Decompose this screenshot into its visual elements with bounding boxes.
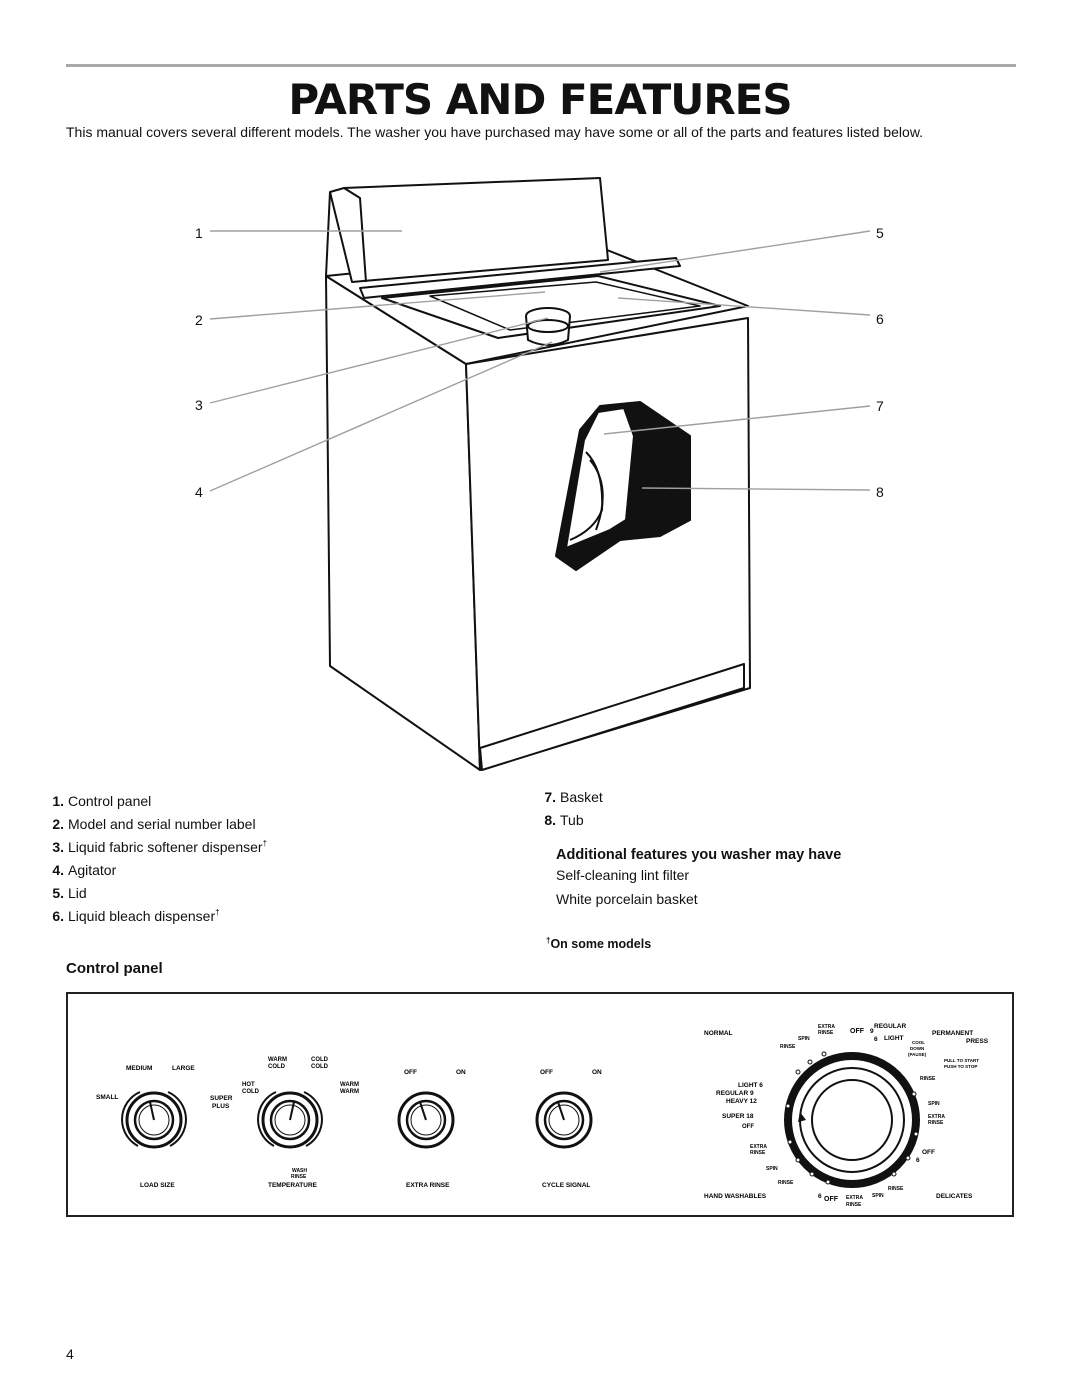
load-size-caption: LOAD SIZE bbox=[140, 1182, 175, 1189]
temp-warm-label-3: WARM bbox=[340, 1089, 359, 1095]
load-size-small-label: SMALL bbox=[96, 1094, 118, 1101]
delicates-label: DELICATES bbox=[936, 1193, 973, 1200]
parts-list-left: 1.Control panel 2.Model and serial numbe… bbox=[40, 786, 267, 924]
dial-rinse-label-7: RINSE bbox=[888, 1186, 904, 1192]
dial-extra-label-3: EXTRA bbox=[750, 1144, 767, 1150]
dial-permanent-label: PERMANENT bbox=[932, 1030, 973, 1037]
dial-normal-label: NORMAL bbox=[704, 1030, 733, 1037]
push-to-stop-label: PUSH TO STOP bbox=[944, 1064, 977, 1069]
hand-washables-label: HAND WASHABLES bbox=[704, 1193, 767, 1200]
temp-wash-label: WASH bbox=[292, 1168, 307, 1174]
dial-spin-label: SPIN bbox=[798, 1036, 810, 1042]
list-item: 3.Liquid fabric softener dispenser† bbox=[52, 838, 268, 855]
dial-pause-label: (PAUSE) bbox=[908, 1052, 927, 1057]
dial-6-label: 6 bbox=[874, 1036, 878, 1043]
dial-rinse-label-8: RINSE bbox=[846, 1202, 862, 1208]
intro-text: This manual covers several different mod… bbox=[66, 124, 924, 140]
dial-off-label: OFF bbox=[850, 1028, 865, 1035]
cycle-dial[interactable] bbox=[784, 1052, 920, 1188]
temp-warm-label-2: WARM bbox=[340, 1082, 359, 1088]
dial-spin-label-3: SPIN bbox=[766, 1166, 778, 1172]
page-title: PARTS AND FEATURES bbox=[288, 75, 792, 124]
load-size-plus-label: PLUS bbox=[212, 1103, 230, 1110]
callout-3: 3 bbox=[195, 397, 203, 413]
cycle-signal-on-label: ON bbox=[592, 1069, 602, 1076]
temp-cold-label-4: COLD bbox=[242, 1089, 260, 1095]
cycle-signal-off-label: OFF bbox=[540, 1069, 553, 1076]
additional-item: White porcelain basket bbox=[556, 891, 698, 907]
list-item: 5.Lid bbox=[52, 884, 87, 901]
callout-5: 5 bbox=[876, 225, 884, 241]
temperature-caption: TEMPERATURE bbox=[268, 1182, 318, 1189]
dial-rinse-label: RINSE bbox=[818, 1030, 834, 1036]
control-panel-heading: Control panel bbox=[66, 960, 163, 977]
dial-heavy12-label: HEAVY 12 bbox=[726, 1098, 757, 1105]
callout-2: 2 bbox=[195, 312, 203, 328]
callout-1: 1 bbox=[195, 225, 203, 241]
dial-light6-label: LIGHT 6 bbox=[738, 1082, 763, 1089]
dial-press-label: PRESS bbox=[966, 1038, 989, 1045]
load-size-medium-label: MEDIUM bbox=[126, 1065, 152, 1072]
dial-rinse-label-4: RINSE bbox=[928, 1120, 944, 1126]
temp-rinse-label: RINSE bbox=[291, 1174, 307, 1180]
dial-off-label-4: OFF bbox=[824, 1196, 839, 1203]
dial-6-label-2: 6 bbox=[916, 1157, 920, 1164]
dial-rinse-label-3: RINSE bbox=[920, 1076, 936, 1082]
dial-9-label: 9 bbox=[870, 1028, 874, 1035]
dial-rinse-label-5: RINSE bbox=[750, 1150, 766, 1156]
list-item: 4.Agitator bbox=[52, 861, 117, 878]
temp-cold-label-2: COLD bbox=[311, 1057, 329, 1063]
dial-regular-label: REGULAR bbox=[874, 1023, 906, 1030]
list-item: 7.Basket bbox=[544, 789, 603, 805]
callout-8: 8 bbox=[876, 484, 884, 500]
dial-off-label-2: OFF bbox=[742, 1124, 754, 1130]
dial-down-label: DOWN bbox=[910, 1046, 924, 1051]
footnote: †On some models bbox=[546, 936, 652, 952]
list-item: 8.Tub bbox=[544, 812, 584, 828]
washer-illustration bbox=[209, 177, 871, 771]
callout-4: 4 bbox=[195, 484, 203, 500]
callout-6: 6 bbox=[876, 311, 884, 327]
additional-item: Self-cleaning lint filter bbox=[556, 867, 690, 883]
dial-spin-label-2: SPIN bbox=[928, 1101, 940, 1107]
temp-warm-label: WARM bbox=[268, 1057, 287, 1063]
cycle-signal-knob[interactable] bbox=[535, 1091, 593, 1149]
load-size-large-label: LARGE bbox=[172, 1065, 195, 1072]
dial-super18-label: SUPER 18 bbox=[722, 1113, 754, 1120]
dial-regular9-label: REGULAR 9 bbox=[716, 1090, 754, 1097]
extra-rinse-knob[interactable] bbox=[397, 1091, 455, 1149]
extra-rinse-off-label: OFF bbox=[404, 1069, 417, 1076]
extra-rinse-caption: EXTRA RINSE bbox=[406, 1182, 450, 1189]
dial-extra-label: EXTRA bbox=[818, 1024, 835, 1030]
load-size-super-label: SUPER bbox=[210, 1095, 233, 1102]
dial-off-label-3: OFF bbox=[922, 1149, 935, 1156]
parts-list-right: 7.Basket 8.Tub bbox=[532, 786, 603, 832]
temp-hot-label: HOT bbox=[242, 1082, 255, 1088]
top-rule bbox=[66, 64, 1016, 67]
dial-rinse-label-2: RINSE bbox=[780, 1044, 796, 1050]
list-item: 1.Control panel bbox=[52, 792, 152, 809]
dial-cool-label: COOL bbox=[912, 1040, 925, 1045]
temp-cold-label-3: COLD bbox=[311, 1064, 329, 1070]
dial-spin-label-4: SPIN bbox=[872, 1193, 884, 1199]
dial-rinse-label-6: RINSE bbox=[778, 1180, 794, 1186]
dial-light-label: LIGHT bbox=[884, 1035, 904, 1042]
cycle-signal-caption: CYCLE SIGNAL bbox=[542, 1182, 590, 1189]
list-item: 2.Model and serial number label bbox=[52, 815, 256, 832]
additional-features-heading: Additional features you washer may have bbox=[556, 847, 842, 863]
dial-extra-label-4: EXTRA bbox=[846, 1195, 863, 1201]
page-number: 4 bbox=[66, 1346, 74, 1362]
extra-rinse-on-label: ON bbox=[456, 1069, 466, 1076]
dial-extra-label-2: EXTRA bbox=[928, 1114, 945, 1120]
dial-6-label-3: 6 bbox=[818, 1193, 822, 1200]
pull-to-start-label: PULL TO START bbox=[944, 1058, 979, 1063]
list-item: 6.Liquid bleach dispenser† bbox=[52, 907, 220, 924]
temp-cold-label: COLD bbox=[268, 1064, 286, 1070]
callout-7: 7 bbox=[876, 398, 884, 414]
load-size-knob[interactable] bbox=[121, 1091, 187, 1149]
control-panel-diagram: MEDIUM LARGE SMALL SUPER PLUS LOAD SIZE … bbox=[66, 992, 1014, 1217]
temperature-knob[interactable] bbox=[257, 1091, 323, 1149]
